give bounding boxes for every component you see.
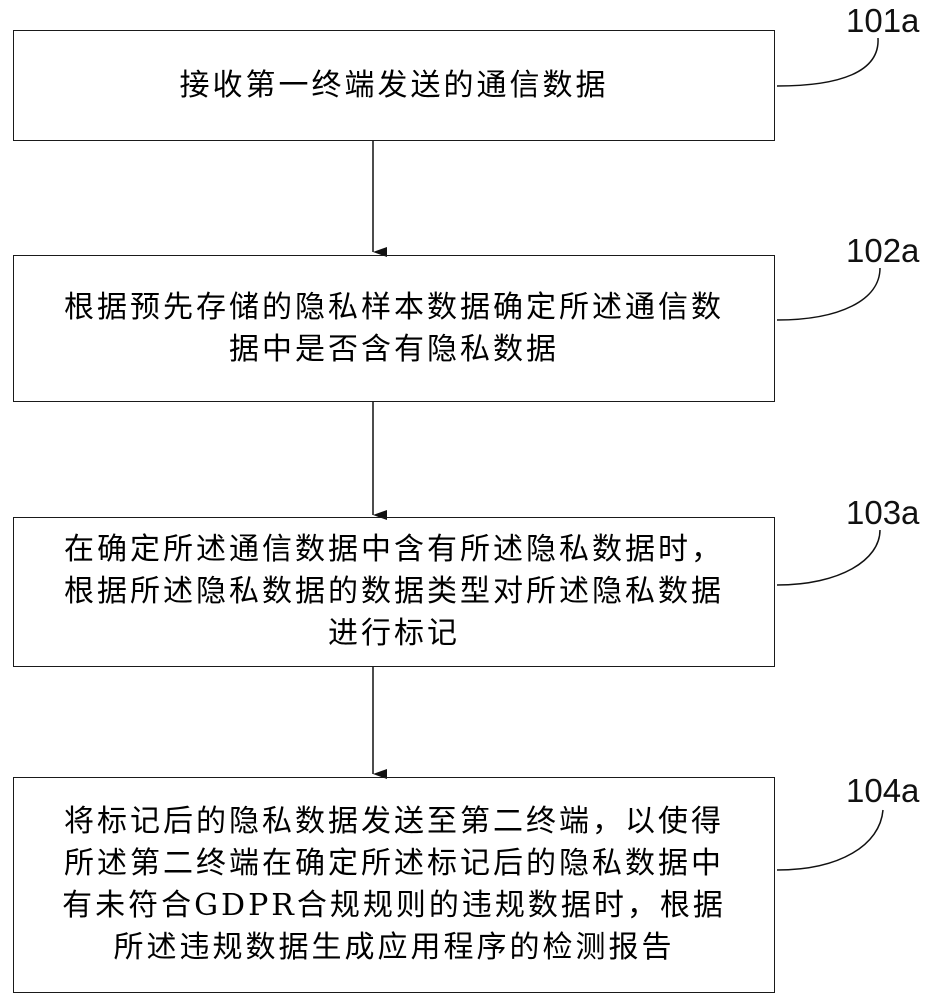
step-box-104a: 将标记后的隐私数据发送至第二终端，以使得 所述第二终端在确定所述标记后的隐私数据… xyxy=(13,777,775,993)
step-text-102a: 根据预先存储的隐私样本数据确定所述通信数 据中是否含有隐私数据 xyxy=(64,289,724,367)
step-box-101a: 接收第一终端发送的通信数据 xyxy=(13,30,775,141)
step-text-101a: 接收第一终端发送的通信数据 xyxy=(179,67,609,103)
leader-line-104a xyxy=(776,809,884,871)
step-label-103a: 103a xyxy=(846,494,920,531)
step-label-102a: 102a xyxy=(846,232,920,269)
step-box-103a: 在确定所述通信数据中含有所述隐私数据时， 根据所述隐私数据的数据类型对所述隐私数… xyxy=(13,517,775,667)
step-label-104a: 104a xyxy=(846,772,920,809)
step-text-103a: 在确定所述通信数据中含有所述隐私数据时， 根据所述隐私数据的数据类型对所述隐私数… xyxy=(64,532,724,651)
step-box-102a: 根据预先存储的隐私样本数据确定所述通信数 据中是否含有隐私数据 xyxy=(13,255,775,402)
leader-line-102a xyxy=(776,267,881,321)
step-text-104a: 将标记后的隐私数据发送至第二终端，以使得 所述第二终端在确定所述标记后的隐私数据… xyxy=(62,804,726,965)
leader-line-101a xyxy=(776,37,879,87)
step-label-101a: 101a xyxy=(846,2,920,39)
leader-line-103a xyxy=(776,529,881,586)
